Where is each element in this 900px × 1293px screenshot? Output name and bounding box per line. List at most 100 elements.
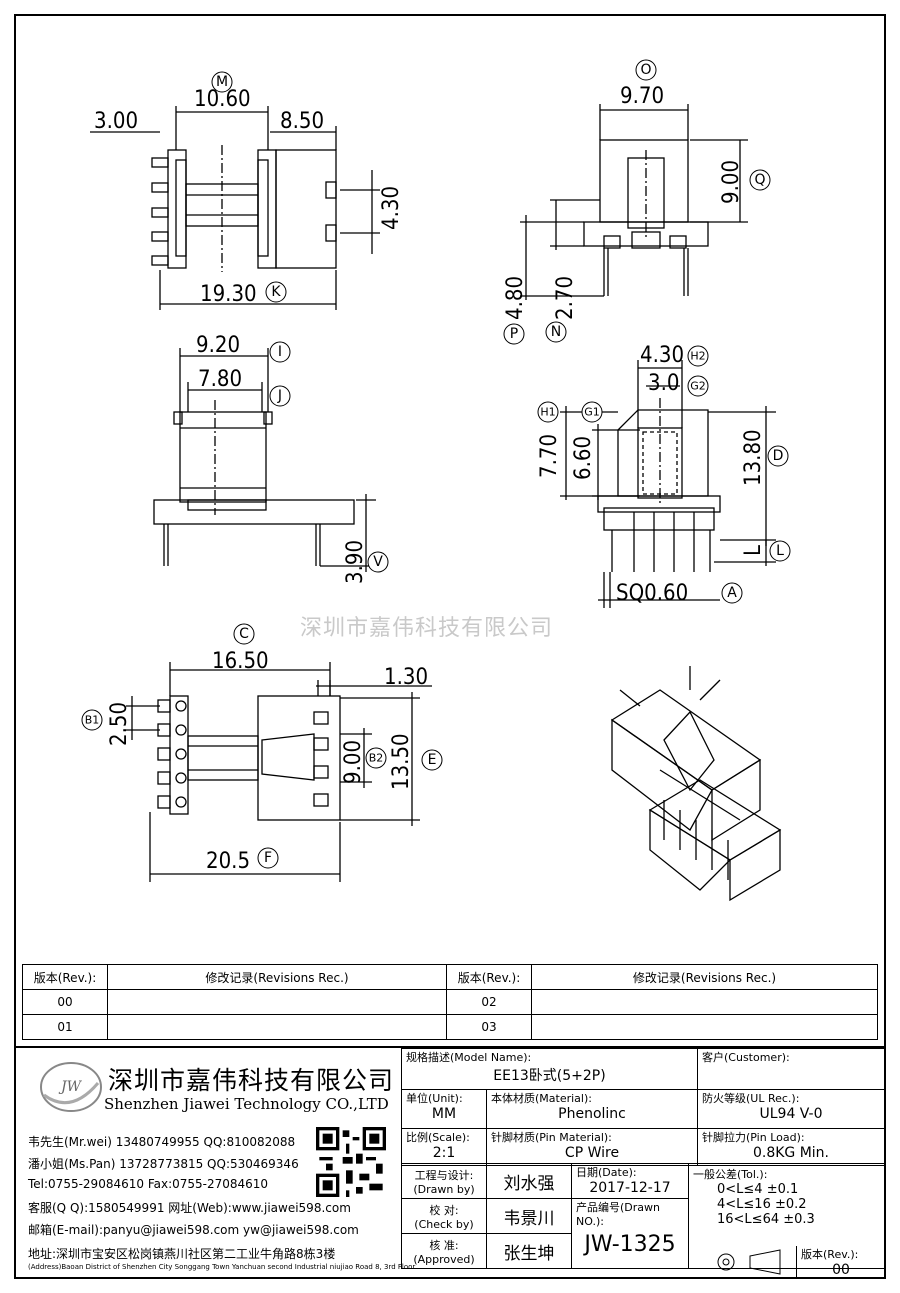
logo-text: JW <box>58 1079 83 1095</box>
tag-a: A <box>727 585 737 601</box>
tol-3: 16<L≤64 ±0.3 <box>717 1212 815 1227</box>
dim-b1: 2.50 <box>107 702 132 746</box>
qr-code-icon <box>316 1127 386 1197</box>
contact-tel: Tel:0755-29084610 Fax:0755-27084610 <box>28 1177 269 1191</box>
dim-v: 3.90 <box>343 540 368 584</box>
technical-drawing: M K O Q P N I J V H2 G2 H1 G1 D L A C B1… <box>81 59 791 902</box>
unit-value: MM <box>431 1106 457 1122</box>
tag-i: I <box>278 344 282 360</box>
dim-p: 4.80 <box>503 276 528 320</box>
rec-00 <box>107 989 447 1015</box>
company-name-en: Shenzhen Jiawei Technology CO.,LTD <box>104 1095 389 1113</box>
tol-2: 4<L≤16 ±0.2 <box>717 1197 807 1212</box>
dim-a: SQ0.60 <box>616 581 688 606</box>
contact-web: 客服(Q Q):1580549991 网址(Web):www.jiawei598… <box>28 1201 351 1215</box>
customer-label: 客户(Customer): <box>702 1051 790 1064</box>
tag-d: D <box>773 448 784 464</box>
check-label-en: (Check by) <box>414 1217 474 1231</box>
top-view <box>126 662 432 882</box>
contact-wei: 韦先生(Mr.wei) 13480749955 QQ:810082088 <box>28 1135 296 1149</box>
tag-n: N <box>551 324 561 340</box>
dim-g1: 6.60 <box>571 436 596 480</box>
tol-label: 一般公差(Tol.): <box>693 1168 768 1181</box>
drawn-label-en: (Drawn by) <box>413 1182 475 1196</box>
rev-01: 01 <box>22 1014 108 1040</box>
tag-c: C <box>239 626 249 642</box>
end-view <box>560 360 776 608</box>
dim-i: 9.20 <box>196 333 240 358</box>
jw-logo-icon: JW <box>40 1062 102 1112</box>
dim-c: 16.50 <box>212 649 269 674</box>
drawn-by: 刘水强 <box>486 1163 572 1199</box>
rev-03: 03 <box>446 1014 532 1040</box>
tag-l: L <box>776 543 784 559</box>
dim-h2: 4.30 <box>640 343 684 368</box>
dim-4-30: 4.30 <box>379 186 404 230</box>
ul-value: UL94 V-0 <box>759 1106 823 1122</box>
tag-g2: G2 <box>690 380 706 393</box>
rec-header-2: 修改记录(Revisions Rec.) <box>531 964 878 990</box>
tag-o: O <box>640 62 651 78</box>
tag-b2: B2 <box>369 752 384 765</box>
dim-3-00: 3.00 <box>94 109 138 134</box>
address-en: (Address)Baoan District of Shenzhen City… <box>28 1263 416 1271</box>
rev-box-value: 00 <box>832 1262 850 1278</box>
scale-label: 比例(Scale): <box>406 1131 470 1144</box>
material-value: Phenolinc <box>558 1106 626 1122</box>
pin-load-value: 0.8KG Min. <box>752 1145 830 1161</box>
tag-f: F <box>264 850 272 866</box>
drawing-no: JW-1325 <box>584 1232 676 1257</box>
front-view <box>90 106 380 310</box>
tag-h1: H1 <box>540 406 555 419</box>
dim-b2: 9.00 <box>341 740 366 784</box>
dim-f: 20.5 <box>206 849 250 874</box>
dim-e: 13.50 <box>389 733 414 790</box>
contact-pan: 潘小姐(Ms.Pan) 13728773815 QQ:530469346 <box>28 1157 299 1171</box>
watermark-text: 深圳市嘉伟科技有限公司 <box>300 616 554 641</box>
dim-d: 13.80 <box>741 429 766 486</box>
tag-k: K <box>271 284 281 300</box>
drawn-label: 工程与设计: <box>414 1168 474 1182</box>
dim-n: 2.70 <box>553 276 578 320</box>
material-label: 本体材质(Material): <box>491 1092 592 1105</box>
tag-m: M <box>216 74 228 90</box>
tol-1: 0<L≤4 ±0.1 <box>717 1182 799 1197</box>
tag-b1: B1 <box>85 714 100 727</box>
tag-v: V <box>373 554 383 570</box>
tag-j: J <box>277 388 282 404</box>
rev-box: 版本(Rev.): 00 <box>796 1246 885 1278</box>
revision-table: 版本(Rev.): 修改记录(Revisions Rec.) 版本(Rev.):… <box>22 964 878 1040</box>
pin-material-value: CP Wire <box>564 1145 620 1161</box>
title-block-divider <box>14 1046 886 1048</box>
ul-label: 防火等级(UL Rec.): <box>702 1092 800 1105</box>
model-value: EE13卧式(5+2P) <box>493 1068 606 1084</box>
projection-symbol-icon <box>717 1249 781 1275</box>
contact-email: 邮箱(E-mail):panyu@jiawei598.com yw@jiawei… <box>28 1223 359 1237</box>
approved-by: 张生坤 <box>486 1233 572 1269</box>
spec-table: 规格描述(Model Name): EE13卧式(5+2P) 客户(Custom… <box>401 1048 885 1166</box>
isometric-view <box>610 666 782 902</box>
tag-e: E <box>428 752 437 768</box>
rec-02 <box>531 989 878 1015</box>
date-label: 日期(Date): <box>576 1166 637 1179</box>
signature-table: 工程与设计: (Drawn by) 刘水强 日期(Date): 2017-12-… <box>401 1163 885 1269</box>
scale-value: 2:1 <box>432 1145 456 1161</box>
dim-1-30: 1.30 <box>384 665 428 690</box>
rev-02: 02 <box>446 989 532 1015</box>
dim-h1: 7.70 <box>537 434 562 478</box>
company-block: JW 深圳市嘉伟科技有限公司 Shenzhen Jiawei Technolog… <box>16 1049 415 1277</box>
checked-by: 韦景川 <box>486 1198 572 1234</box>
side-view <box>520 104 748 300</box>
tag-q: Q <box>754 172 765 188</box>
rec-03 <box>531 1014 878 1040</box>
check-label: 校 对: <box>429 1203 459 1217</box>
bottom-view <box>153 348 376 572</box>
rec-header: 修改记录(Revisions Rec.) <box>107 964 447 990</box>
dim-j: 7.80 <box>198 367 242 392</box>
rev-header-2: 版本(Rev.): <box>446 964 532 990</box>
rec-01 <box>107 1014 447 1040</box>
model-label: 规格描述(Model Name): <box>406 1051 532 1064</box>
approve-label: 核 准: <box>429 1238 459 1252</box>
pin-material-label: 针脚材质(Pin Material): <box>491 1131 612 1144</box>
dim-q: 9.00 <box>719 160 744 204</box>
